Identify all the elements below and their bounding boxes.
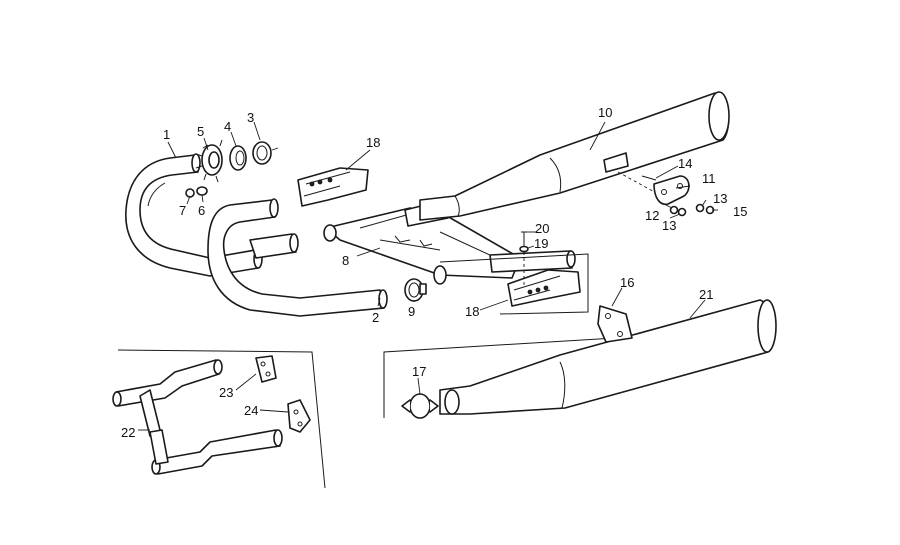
callout-20: 20 [535, 221, 549, 236]
callout-15: 15 [733, 204, 747, 219]
washer-12 [669, 205, 679, 215]
callout-1: 1 [163, 127, 170, 142]
callout-17: 17 [412, 364, 426, 379]
callout-23: 23 [219, 385, 233, 400]
callout-18-upper: 18 [366, 135, 380, 150]
callout-6: 6 [198, 203, 205, 218]
callout-9: 9 [408, 304, 415, 319]
washer-19 [519, 245, 529, 253]
callout-21: 21 [699, 287, 713, 302]
callout-5: 5 [197, 124, 204, 139]
callout-10: 10 [598, 105, 612, 120]
callout-8: 8 [342, 253, 349, 268]
muffler-21 [439, 299, 777, 415]
clamp-17 [401, 393, 439, 419]
leader-lines [138, 121, 718, 431]
ring-4 [229, 145, 247, 171]
callout-3: 3 [247, 110, 254, 125]
callout-14: 14 [678, 156, 692, 171]
detail-box-heat-shield [439, 253, 589, 315]
bracket-16 [597, 305, 633, 343]
bracket-23 [255, 355, 277, 383]
callout-4: 4 [224, 119, 231, 134]
bracket-11 [653, 175, 690, 206]
callout-18-lower: 18 [465, 304, 479, 319]
clamp-9 [404, 278, 427, 302]
callout-16: 16 [620, 275, 634, 290]
callout-12: 12 [645, 208, 659, 223]
callout-19: 19 [534, 236, 548, 251]
detail-box-assembly [117, 349, 326, 489]
callout-24: 24 [244, 403, 258, 418]
callout-22: 22 [121, 425, 135, 440]
ring-nut-5 [195, 139, 223, 183]
exhaust-assembly-22 [112, 359, 283, 475]
bracket-24 [287, 399, 311, 433]
detail-box-muffler [383, 337, 616, 418]
exhaust-pipe-2 [207, 198, 388, 317]
screw-14 [641, 175, 657, 181]
callout-labels: 1 2 3 4 5 6 7 8 9 10 11 12 13 13 14 15 1… [121, 105, 747, 440]
callout-13-b: 13 [713, 191, 727, 206]
callout-7: 7 [179, 203, 186, 218]
heat-shield-18-lower [507, 269, 581, 307]
callout-11: 11 [702, 171, 716, 186]
callout-2: 2 [372, 310, 379, 325]
callout-13-a: 13 [662, 218, 676, 233]
heat-shield-18-upper [297, 167, 369, 207]
muffler-10 [419, 91, 730, 221]
gasket-3 [252, 141, 272, 165]
washer-6 [196, 186, 208, 196]
nut-7 [185, 188, 195, 198]
washer-13-b [695, 203, 705, 213]
washer-13-a [677, 207, 687, 217]
screw-20 [521, 231, 527, 246]
